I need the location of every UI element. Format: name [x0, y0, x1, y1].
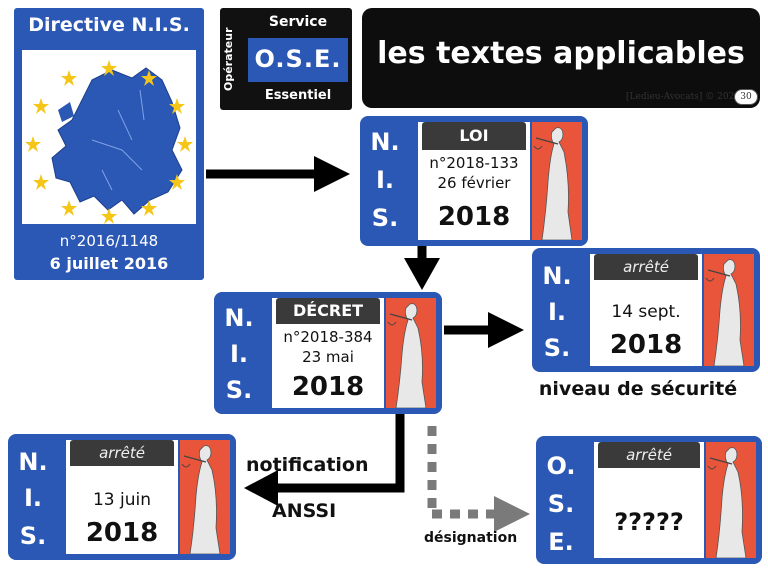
nis-letter-s: S.: [371, 204, 399, 232]
arrete-sept-year: 2018: [609, 330, 683, 360]
justice-statue-icon: [387, 303, 427, 408]
loi-tab: LOI: [422, 122, 526, 150]
nis-letter-n: N.: [18, 448, 48, 476]
decret-content: DÉCRET n°2018-384 23 mai 2018: [272, 298, 384, 408]
justice-statue-image: [532, 122, 582, 240]
nis-letter-s: S.: [225, 376, 253, 404]
justice-statue-icon: [533, 127, 573, 240]
ose-logo-acronym: O.S.E.: [254, 45, 342, 73]
arrete-ose-content: arrêté ?????: [594, 442, 704, 558]
arrete-sept-tab: arrêté: [594, 254, 698, 280]
arrete-sept-card: N. I. S. arrêté 14 sept. 2018: [532, 248, 760, 372]
title-banner: les textes applicables: [362, 8, 760, 108]
page-number: 30: [734, 89, 758, 105]
decret-number: n°2018-384: [283, 328, 373, 346]
directive-title: Directive N.I.S.: [28, 14, 190, 36]
directive-date: 6 juillet 2016: [49, 254, 169, 273]
nis-letter-n: N.: [224, 304, 254, 332]
directive-number: n°2016/1148: [59, 232, 159, 250]
ose-letter-o: O.: [546, 452, 576, 480]
nis-letter-s: S.: [19, 522, 47, 550]
arrow-loi-to-decret: [404, 244, 440, 290]
arrete-ose-tab: arrêté: [598, 442, 700, 468]
ose-letter-s: S.: [547, 490, 575, 518]
arrete-sept-content: arrêté 14 sept. 2018: [590, 254, 702, 366]
directive-card: Directive N.I.S. n°2016/1148 6 juille: [14, 8, 204, 280]
arrete-juin-year: 2018: [85, 518, 159, 548]
loi-card: N. I. S. LOI n°2018-133 26 février 2018: [360, 116, 588, 246]
justice-statue-image: [180, 440, 230, 554]
notification-label: notification: [246, 454, 369, 476]
decret-tab: DÉCRET: [276, 298, 380, 324]
arrete-juin-tab: arrêté: [70, 440, 174, 466]
decret-card: N. I. S. DÉCRET n°2018-384 23 mai 2018: [214, 292, 442, 414]
nis-letter-n: N.: [542, 262, 572, 290]
justice-statue-icon: [707, 447, 747, 558]
anssi-label: ANSSI: [272, 500, 337, 522]
eu-map-image: [22, 50, 196, 224]
nis-letter-i: I.: [23, 484, 43, 512]
justice-statue-image: [706, 442, 756, 558]
ose-logo-top-label: Service: [268, 14, 328, 30]
nis-letter-s: S.: [543, 334, 571, 362]
ose-letter-e: E.: [548, 528, 574, 556]
arrow-decret-to-arrete-juin: [244, 410, 405, 506]
eu-map-icon: [25, 60, 193, 224]
loi-year: 2018: [437, 202, 511, 232]
justice-statue-icon: [181, 445, 221, 554]
nis-letter-i: I.: [547, 298, 567, 326]
ose-logo: Opérateur Service O.S.E. Essentiel: [220, 8, 352, 110]
ose-logo-band: O.S.E.: [248, 38, 348, 82]
arrete-ose-card: O. S. E. arrêté ?????: [536, 436, 762, 564]
arrow-directive-to-loi: [206, 156, 350, 192]
arrete-ose-unknown: ?????: [614, 508, 684, 536]
nis-letter-n: N.: [370, 128, 400, 156]
niveau-securite-label: niveau de sécurité: [538, 378, 738, 400]
justice-statue-icon: [705, 259, 745, 366]
nis-letter-i: I.: [375, 166, 395, 194]
loi-content: LOI n°2018-133 26 février 2018: [418, 122, 530, 240]
designation-label: désignation: [424, 530, 518, 546]
arrow-decret-to-arrete-sept: [444, 312, 524, 348]
arrete-juin-card: N. I. S. arrêté 13 juin 2018: [8, 434, 236, 560]
arrete-juin-date: 13 juin: [92, 490, 152, 510]
credit-text: [Ledieu-Avocats] © 2020: [626, 92, 741, 102]
justice-statue-image: [386, 298, 436, 408]
page-title: les textes applicables: [377, 36, 745, 71]
decret-date: 23 mai: [302, 348, 354, 366]
loi-date: 26 février: [437, 174, 511, 192]
decret-year: 2018: [291, 372, 365, 402]
justice-statue-image: [704, 254, 754, 366]
arrete-juin-content: arrêté 13 juin 2018: [66, 440, 178, 554]
arrete-sept-date: 14 sept.: [611, 302, 681, 322]
nis-letter-i: I.: [229, 340, 249, 368]
arrow-designation-dotted: [427, 426, 530, 532]
loi-number: n°2018-133: [429, 154, 519, 172]
ose-logo-bottom-label: Essentiel: [264, 88, 332, 103]
